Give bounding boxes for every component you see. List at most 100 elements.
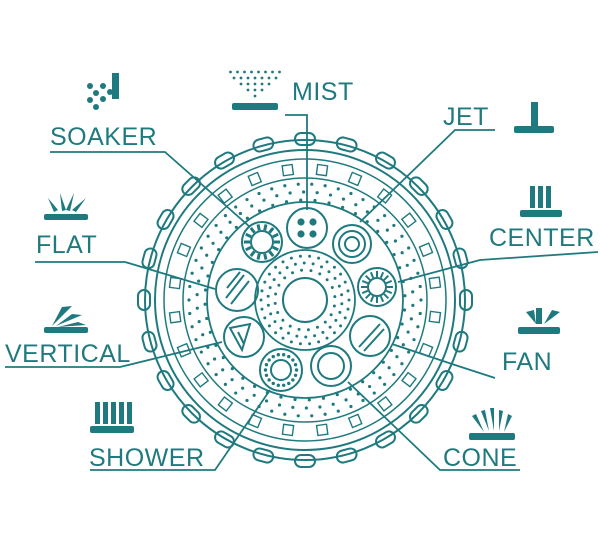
spray-hole bbox=[241, 386, 245, 390]
jet-spray-icon bbox=[514, 102, 554, 133]
spray-hole bbox=[411, 303, 415, 307]
spray-hole bbox=[407, 350, 411, 354]
rim-tick bbox=[247, 413, 263, 429]
grip-bump bbox=[335, 136, 358, 153]
spray-hole bbox=[217, 247, 221, 252]
grip-bump bbox=[409, 404, 429, 424]
grip-bump bbox=[137, 289, 151, 311]
spray-hole bbox=[313, 334, 317, 338]
rim-tick bbox=[400, 212, 417, 229]
spray-hole bbox=[194, 338, 198, 342]
grip-bump bbox=[252, 447, 275, 464]
spray-hole bbox=[406, 330, 410, 334]
fan-nozzle bbox=[349, 315, 391, 357]
spray-hole bbox=[210, 260, 214, 264]
spray-hole bbox=[208, 330, 212, 334]
spray-hole bbox=[325, 336, 329, 340]
spray-hole bbox=[330, 286, 334, 290]
spray-hole bbox=[398, 266, 402, 270]
rim-tick bbox=[401, 371, 417, 388]
spray-hole bbox=[281, 318, 285, 322]
spray-hole bbox=[260, 289, 264, 293]
spray-hole bbox=[395, 355, 399, 359]
center-leader bbox=[397, 251, 599, 283]
spray-hole bbox=[297, 327, 301, 331]
spray-hole bbox=[323, 412, 327, 416]
spray-hole bbox=[199, 350, 203, 354]
spray-hole bbox=[286, 331, 290, 335]
spray-hole bbox=[418, 311, 422, 316]
spray-hole bbox=[392, 253, 396, 257]
cone-leader bbox=[347, 381, 520, 471]
nozzle-head bbox=[137, 132, 473, 468]
spray-hole bbox=[378, 376, 382, 380]
rim-tick bbox=[347, 171, 363, 187]
rim-tick bbox=[376, 188, 393, 204]
spray-hole bbox=[252, 393, 256, 397]
spray-hole bbox=[259, 298, 263, 302]
spray-hole bbox=[383, 382, 387, 386]
mist-leader bbox=[285, 114, 308, 210]
spray-hole bbox=[325, 260, 329, 264]
spray-hole bbox=[318, 405, 322, 409]
rim-tick bbox=[217, 188, 234, 205]
flat-leader bbox=[35, 261, 216, 290]
rim-tick bbox=[281, 163, 295, 177]
grip-bump bbox=[156, 209, 175, 230]
rim-tick bbox=[315, 163, 329, 177]
spray-hole bbox=[205, 316, 209, 321]
soaker-leader bbox=[50, 151, 251, 228]
spray-hole bbox=[289, 256, 293, 260]
spray-hole bbox=[302, 190, 306, 194]
rim-tick bbox=[217, 396, 234, 412]
spray-hole bbox=[361, 398, 365, 403]
spray-hole bbox=[285, 266, 289, 270]
rim-tick bbox=[428, 310, 442, 324]
spray-hole bbox=[416, 271, 420, 275]
spray-hole bbox=[299, 198, 303, 202]
outer-rim bbox=[144, 139, 466, 461]
spray-hole bbox=[321, 330, 325, 334]
jet-leader bbox=[359, 129, 495, 223]
spray-hole bbox=[266, 303, 270, 307]
spray-hole bbox=[187, 298, 191, 302]
grip-bump bbox=[181, 404, 201, 424]
grip-bump bbox=[141, 330, 158, 353]
spray-hole bbox=[277, 283, 281, 287]
spray-hole bbox=[258, 209, 262, 213]
spray-hole bbox=[188, 284, 192, 289]
spray-hole bbox=[332, 304, 336, 308]
grip-bump bbox=[409, 176, 429, 196]
grip-bump bbox=[375, 151, 396, 170]
mist-label: MIST bbox=[292, 78, 354, 106]
jet-label: JET bbox=[443, 103, 489, 131]
spray-hole bbox=[266, 294, 270, 298]
rim-tick bbox=[428, 276, 442, 290]
spray-hole bbox=[293, 262, 297, 266]
spray-hole bbox=[281, 260, 285, 264]
spray-hole bbox=[195, 293, 199, 297]
grip-bump bbox=[375, 430, 396, 449]
spray-hole bbox=[387, 366, 391, 370]
spray-hole bbox=[277, 403, 282, 407]
spray-hole bbox=[310, 182, 314, 186]
shower-leader bbox=[90, 389, 271, 471]
spray-hole bbox=[272, 278, 276, 282]
vertical-leader bbox=[5, 341, 223, 368]
spray-hole bbox=[385, 228, 389, 232]
spray-hole bbox=[279, 326, 283, 330]
spray-hole bbox=[331, 402, 335, 406]
spray-hole bbox=[214, 223, 218, 228]
rim-ring-2 bbox=[154, 149, 456, 451]
shower-spray-icon bbox=[90, 402, 134, 433]
spray-hole bbox=[400, 234, 404, 238]
spray-hole bbox=[270, 409, 274, 413]
spray-hole bbox=[309, 269, 313, 273]
rim-tick bbox=[418, 242, 434, 258]
spray-hole bbox=[221, 368, 225, 372]
spray-hole bbox=[197, 319, 201, 324]
spray-hole bbox=[367, 384, 372, 389]
grip-bump bbox=[435, 209, 454, 230]
outer-spray-holes bbox=[187, 182, 423, 418]
